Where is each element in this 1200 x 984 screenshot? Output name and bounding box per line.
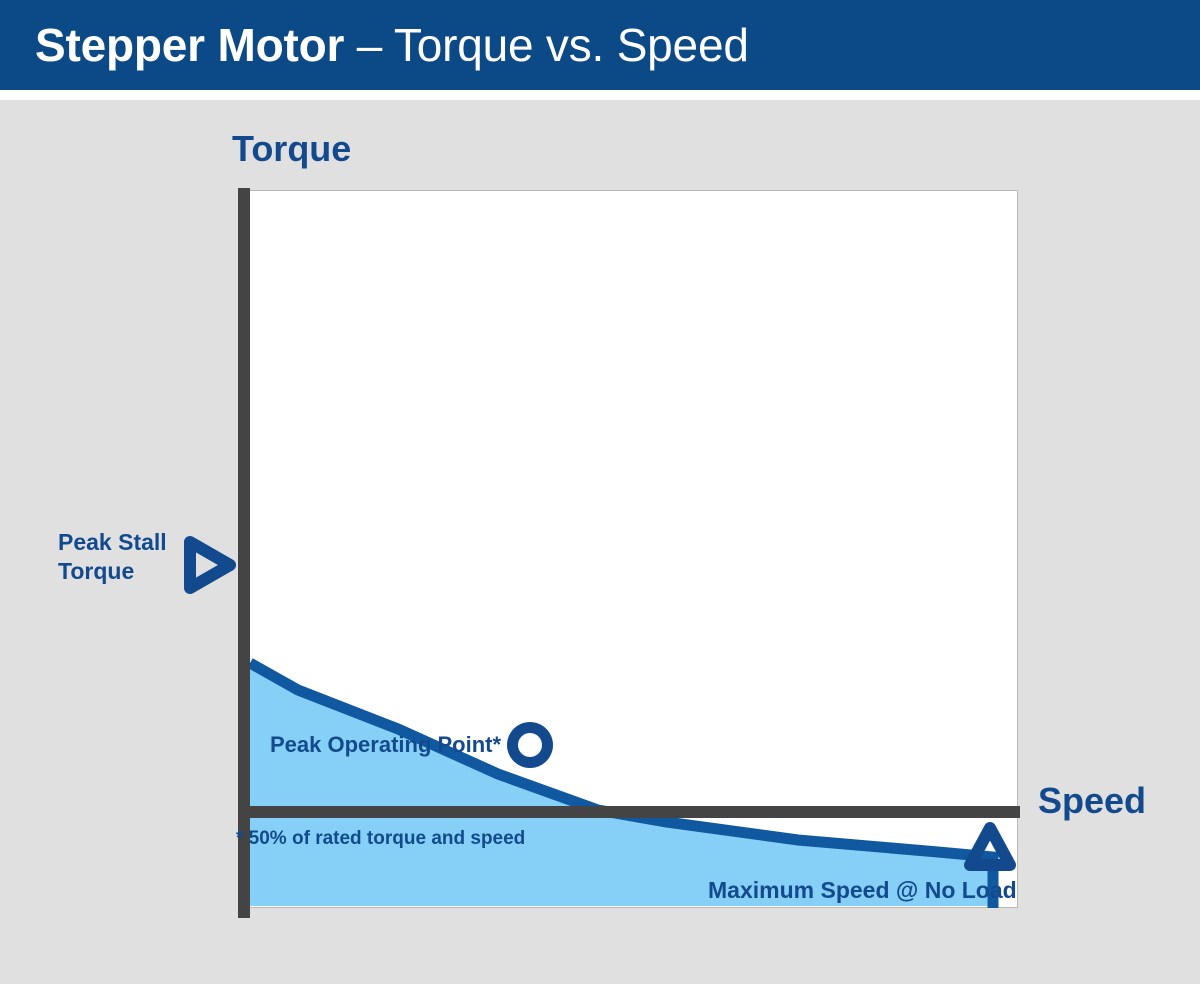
x-axis-line	[238, 806, 1020, 818]
x-axis-title: Speed	[1038, 780, 1147, 821]
y-axis-line	[238, 188, 250, 918]
peak-stall-torque-label-line1: Peak Stall	[58, 529, 167, 555]
y-axis-title: Torque	[232, 128, 352, 169]
header-bar: Stepper Motor – Torque vs. Speed	[0, 0, 1200, 90]
torque-speed-chart: Torque Speed Peak Stall Torque Peak Oper…	[0, 100, 1200, 984]
peak-operating-point-marker	[507, 722, 554, 768]
peak-operating-point-label: Peak Operating Point*	[270, 732, 502, 757]
page-title-strong: Stepper Motor	[35, 19, 345, 71]
maximum-speed-label: Maximum Speed @ No Load	[708, 877, 1017, 903]
peak-stall-torque-label: Peak Stall Torque	[58, 528, 178, 586]
up-triangle-icon	[964, 822, 1016, 871]
slide-body: Torque Speed Peak Stall Torque Peak Oper…	[0, 100, 1200, 984]
torque-area-fill	[250, 663, 993, 906]
peak-stall-torque-label-line2: Torque	[58, 558, 135, 584]
footnote-text: * 50% of rated torque and speed	[236, 828, 526, 849]
page-title-light: – Torque vs. Speed	[344, 19, 749, 71]
page-title: Stepper Motor – Torque vs. Speed	[35, 17, 749, 73]
peak-stall-torque-callout: Peak Stall Torque	[58, 528, 238, 586]
peak-operating-point-callout: Peak Operating Point*	[270, 722, 554, 768]
torque-curve	[247, 658, 999, 908]
right-triangle-icon	[184, 536, 236, 594]
